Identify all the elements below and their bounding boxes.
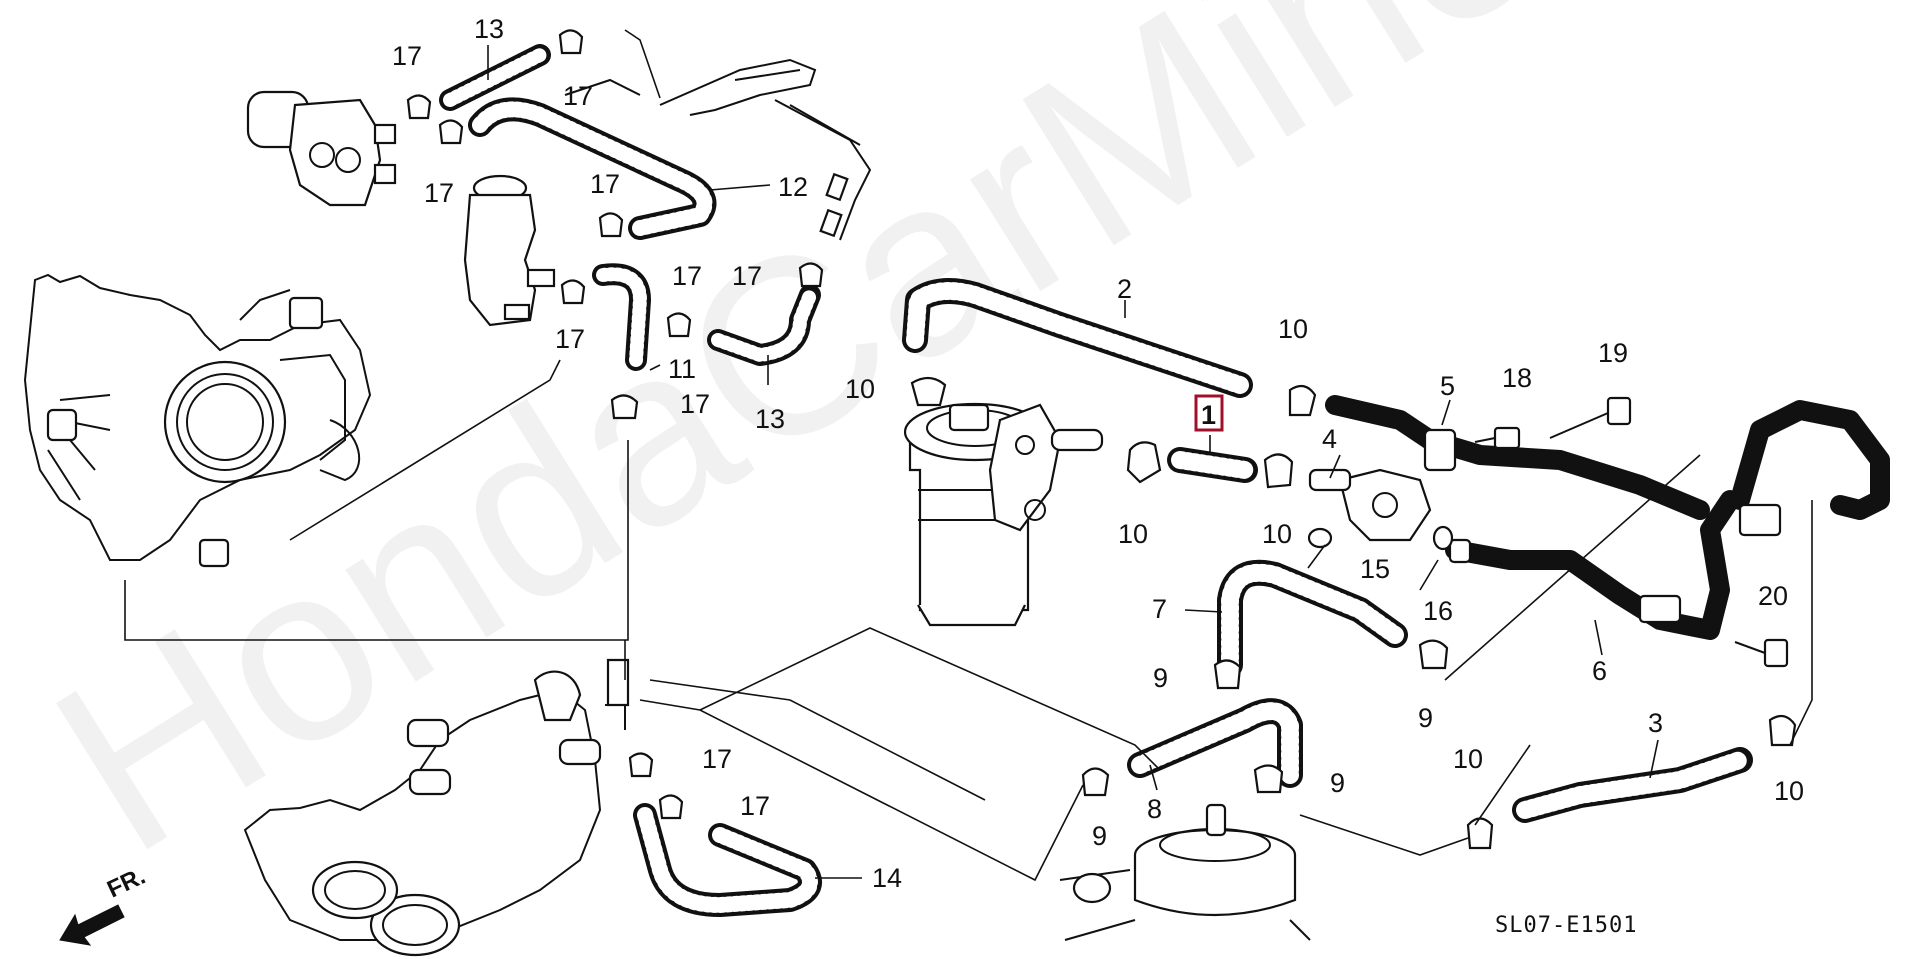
callout-17-b: 17 (563, 81, 593, 111)
callout-19: 19 (1598, 338, 1628, 368)
wire-harness (564, 58, 872, 241)
throttle-body-assembly (23, 273, 372, 568)
callout-9-d: 9 (1418, 703, 1433, 733)
hose-1 (1167, 447, 1258, 483)
highlight-box-part-1 (1194, 394, 1224, 432)
callout-1: 1 (1201, 400, 1216, 430)
oil-cooler (1059, 803, 1311, 941)
diagram-code: SL07-E1501 (1495, 913, 1637, 938)
clamp-10-a (910, 376, 947, 407)
callout-16: 16 (1423, 596, 1453, 626)
callout-12: 12 (778, 172, 808, 202)
hose-13-top (439, 44, 551, 111)
callout-17-e: 17 (555, 324, 585, 354)
hose-2 (902, 278, 1253, 398)
hose-13-right (707, 284, 821, 366)
callout-17-j: 17 (740, 791, 770, 821)
callout-9-a: 9 (1092, 821, 1107, 851)
water-pipe-6 (1445, 400, 1890, 640)
callout-17-c: 17 (424, 178, 454, 208)
clamp-17-d (598, 212, 624, 238)
thermostat-housing (243, 658, 630, 957)
callout-13-a: 13 (474, 14, 504, 44)
clamp-17-i (628, 752, 654, 778)
clamp-17-a (406, 94, 432, 120)
clamp-17-e (560, 279, 586, 305)
clamp-17-j (658, 794, 684, 820)
callout-18: 18 (1502, 363, 1532, 393)
clamp-9-a (1081, 767, 1110, 797)
callout-9-c: 9 (1330, 768, 1345, 798)
clamp-10-b (1126, 441, 1162, 484)
water-outlet-4 (1308, 468, 1432, 542)
water-pipe-5 (1325, 395, 1710, 520)
callout-17-a: 17 (392, 41, 422, 71)
hose-7 (1217, 559, 1408, 678)
callout-17-f: 17 (672, 261, 702, 291)
idle-air-control-valve (246, 90, 397, 207)
callout-20: 20 (1758, 581, 1788, 611)
callout-17-h: 17 (680, 389, 710, 419)
callout-10-e: 10 (1453, 744, 1483, 774)
callout-4: 4 (1322, 424, 1337, 454)
o-ring-16 (1432, 525, 1454, 551)
callout-8: 8 (1147, 794, 1162, 824)
hose-8 (1127, 698, 1303, 788)
clamp-17-b (558, 29, 584, 55)
hose-3 (1512, 747, 1753, 823)
callout-10-a: 10 (845, 374, 875, 404)
callout-7: 7 (1152, 594, 1167, 624)
clamp-10-d (1288, 384, 1317, 417)
clamp-17-h (610, 394, 639, 420)
callout-2: 2 (1117, 274, 1132, 304)
bypass-valve (463, 174, 556, 327)
clamp-10-c (1263, 453, 1294, 489)
callout-6: 6 (1592, 656, 1607, 686)
callout-10-b: 10 (1118, 519, 1148, 549)
bolt-20 (1734, 638, 1789, 668)
clamp-9-c (1253, 764, 1284, 794)
callout-13-b: 13 (755, 404, 785, 434)
hose-11 (592, 263, 651, 371)
clamp-17-f (666, 312, 692, 338)
callout-17-d: 17 (590, 169, 620, 199)
clamp-9-d (1418, 639, 1449, 670)
callout-11: 11 (668, 354, 696, 384)
callout-10-f: 10 (1774, 776, 1804, 806)
callout-10-c: 10 (1262, 519, 1292, 549)
callout-9-b: 9 (1153, 663, 1168, 693)
hose-14 (633, 803, 822, 917)
callout-10-d: 10 (1278, 314, 1308, 344)
clamp-10-e (1466, 817, 1494, 850)
callout-3: 3 (1648, 708, 1663, 738)
callout-17-i: 17 (702, 744, 732, 774)
callout-14: 14 (872, 863, 902, 893)
clamp-17-c (438, 119, 464, 145)
oil-filter-assembly (903, 402, 1104, 627)
callout-15: 15 (1360, 554, 1390, 584)
clamp-17-g (798, 262, 824, 288)
bolt-19 (1549, 396, 1632, 439)
front-direction-arrow: FR. (59, 863, 150, 946)
clamp-9-b (1213, 659, 1242, 690)
leader-lines (124, 29, 1813, 882)
bolt-18 (1474, 426, 1521, 450)
hose-12 (468, 97, 717, 240)
callout-17-g: 17 (732, 261, 762, 291)
callout-5: 5 (1440, 371, 1455, 401)
o-ring-15 (1307, 527, 1333, 549)
